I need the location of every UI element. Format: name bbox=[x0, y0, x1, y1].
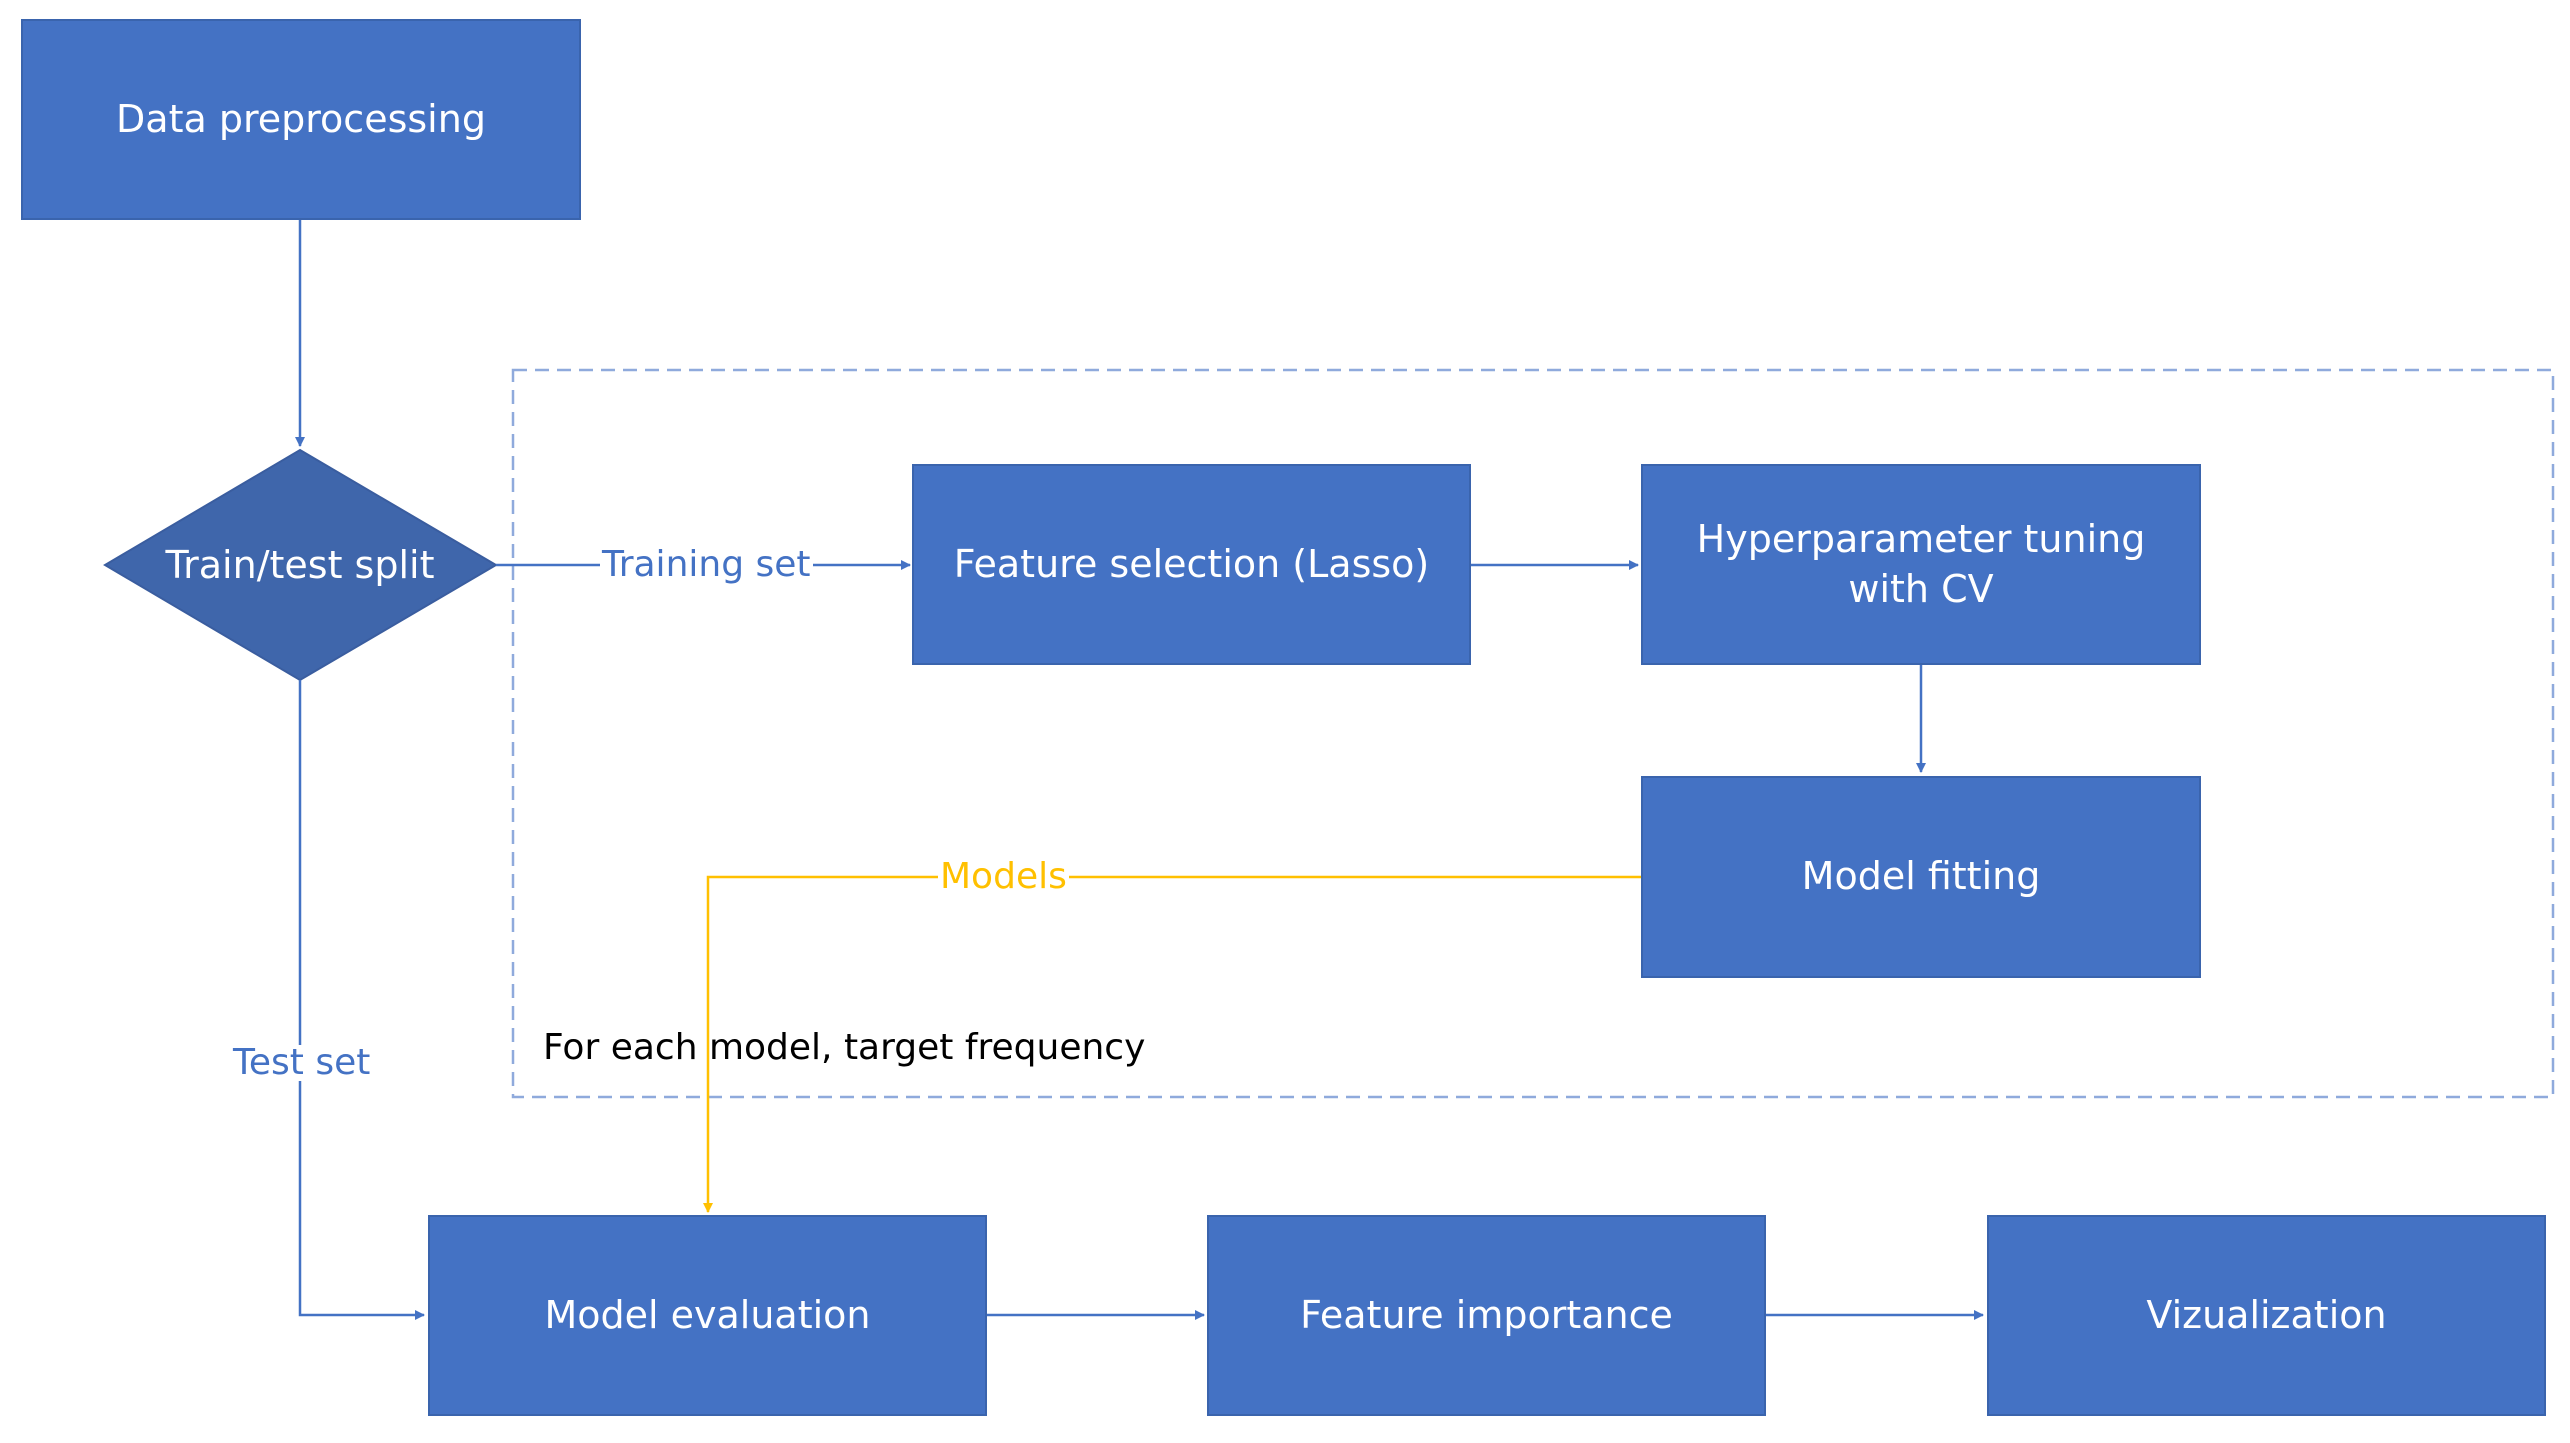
vizualization-box: Vizualization bbox=[1987, 1215, 2546, 1416]
vizualization-label: Vizualization bbox=[2146, 1292, 2387, 1337]
feature-importance-box: Feature importance bbox=[1207, 1215, 1766, 1416]
hyperparameter-tuning-box: Hyperparameter tuning with CV bbox=[1641, 464, 2201, 665]
data-preprocessing-label: Data preprocessing bbox=[116, 96, 486, 141]
model-evaluation-box: Model evaluation bbox=[428, 1215, 987, 1416]
model-fitting-box: Model fitting bbox=[1641, 776, 2201, 978]
model-fitting-label: Model fitting bbox=[1801, 854, 2041, 899]
loop-group-caption: For each model, target frequency bbox=[543, 1027, 1146, 1068]
test-set-label: Test set bbox=[231, 1042, 373, 1083]
training-set-label: Training set bbox=[600, 544, 813, 585]
hyperparameter-tuning-label: Hyperparameter tuning with CV bbox=[1696, 517, 2146, 611]
data-preprocessing-box: Data preprocessing bbox=[21, 19, 581, 220]
train-test-split-label: Train/test split bbox=[165, 543, 435, 587]
feature-importance-label: Feature importance bbox=[1300, 1292, 1673, 1337]
model-evaluation-label: Model evaluation bbox=[544, 1292, 871, 1337]
models-label: Models bbox=[938, 856, 1069, 897]
connector-split-to-evaluation bbox=[298, 680, 425, 1320]
feature-selection-box: Feature selection (Lasso) bbox=[912, 464, 1471, 665]
feature-selection-label: Feature selection (Lasso) bbox=[953, 541, 1430, 586]
connector-fitting-to-evaluation bbox=[703, 875, 1641, 1213]
loop-group-border bbox=[511, 368, 2555, 1099]
